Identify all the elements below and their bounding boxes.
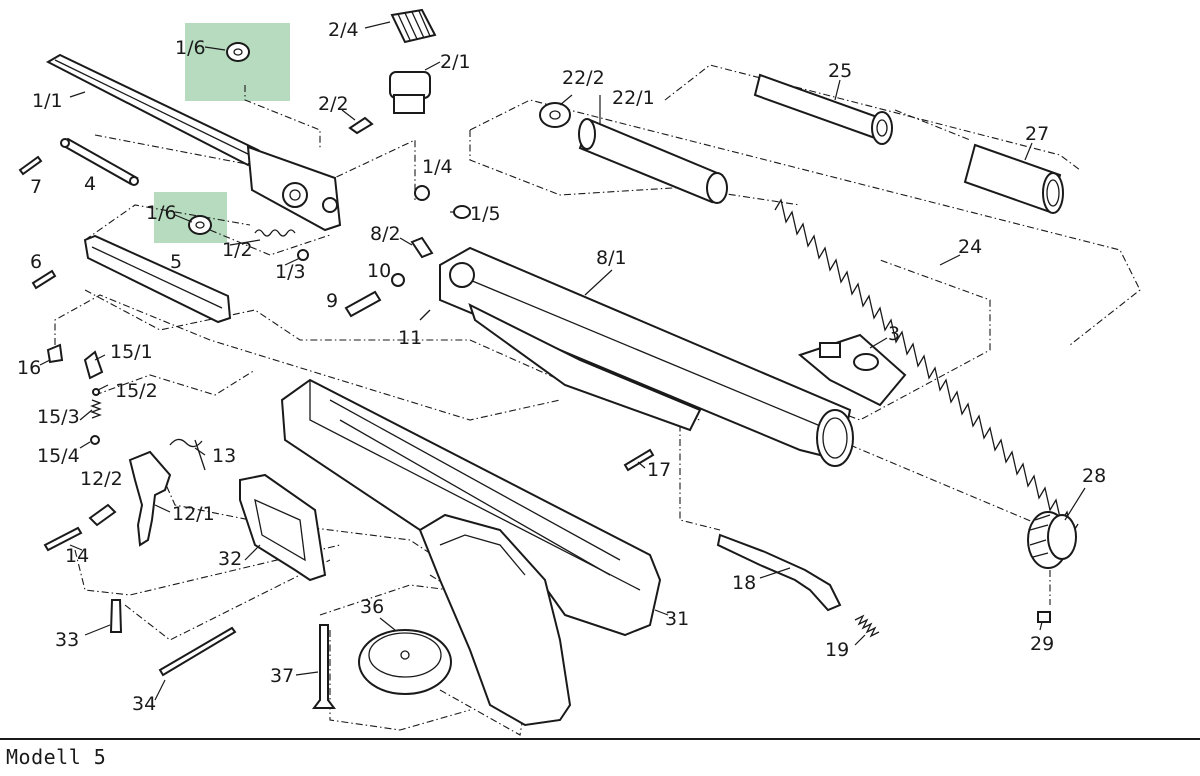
part-screw-8-2	[410, 236, 434, 259]
part-pin-17	[623, 448, 655, 472]
callout-15-1: 15/1	[110, 341, 153, 363]
callout-24: 24	[958, 236, 982, 258]
part-15-1	[83, 350, 104, 380]
callout-1-6-top: 1/6	[175, 37, 206, 59]
part-washer-22-2	[539, 102, 571, 128]
callout-18: 18	[732, 572, 756, 594]
part-15-2	[92, 388, 100, 396]
part-pin-7	[18, 155, 43, 176]
callout-5: 5	[170, 251, 182, 273]
callout-36: 36	[360, 596, 384, 618]
part-15-4	[90, 435, 100, 445]
callout-15-2: 15/2	[115, 380, 158, 402]
highlight-box-top	[185, 23, 290, 101]
part-trigger-guard-32	[239, 473, 327, 582]
part-screw-9	[344, 290, 382, 318]
callout-6: 6	[30, 251, 42, 273]
callout-37: 37	[270, 665, 294, 687]
callout-1-6-middle: 1/6	[146, 202, 177, 224]
callout-31: 31	[665, 608, 689, 630]
part-ball-1-3	[297, 249, 309, 261]
callout-16: 16	[17, 357, 41, 379]
callout-1-1: 1/1	[32, 90, 63, 112]
part-sleeve-27	[963, 143, 1064, 214]
part-stock-31	[280, 378, 662, 727]
part-16	[46, 343, 64, 364]
callout-2-2: 2/2	[318, 93, 349, 115]
callout-15-4: 15/4	[37, 445, 80, 467]
callout-25: 25	[828, 60, 852, 82]
part-lever-18	[716, 533, 842, 612]
part-screw-37	[312, 624, 336, 709]
part-washer-10	[391, 273, 405, 287]
part-mainspring-24	[774, 198, 1079, 536]
part-endcap-28	[1027, 511, 1077, 569]
part-barrel	[45, 53, 342, 232]
callout-7: 7	[30, 176, 42, 198]
part-rail-5	[83, 234, 232, 324]
callout-29: 29	[1030, 633, 1054, 655]
callout-11: 11	[398, 327, 422, 349]
part-screw-11	[419, 309, 431, 321]
part-spring-1-2	[254, 229, 296, 237]
callout-17: 17	[647, 459, 671, 481]
part-receiver-8-1	[439, 246, 854, 467]
callout-27: 27	[1025, 123, 1049, 145]
callout-1-5: 1/5	[470, 203, 501, 225]
part-washer-1-6-top	[226, 42, 250, 62]
part-spring-15-3	[90, 399, 102, 419]
callout-32: 32	[218, 548, 242, 570]
callout-2-1: 2/1	[440, 51, 471, 73]
leader-lines	[39, 21, 1086, 701]
callout-labels: 1/1 1/6 1/6 1/2 1/3 1/4 1/5 2/4 2/1 2/2 …	[17, 19, 1106, 715]
callout-12-2: 12/2	[80, 468, 123, 490]
callout-19: 19	[825, 639, 849, 661]
part-plate-36	[358, 629, 452, 695]
callout-1-3: 1/3	[275, 261, 306, 283]
part-sight-2-1	[389, 71, 431, 114]
callout-1-2: 1/2	[222, 239, 253, 261]
callout-14: 14	[65, 545, 89, 567]
part-piston-25	[753, 73, 893, 145]
part-rod-34	[158, 626, 237, 677]
part-screw-29	[1037, 611, 1051, 623]
part-cap-2-4	[390, 8, 437, 44]
part-pin-6	[31, 269, 57, 290]
part-screw-33	[109, 599, 123, 633]
callout-9: 9	[326, 290, 338, 312]
part-pin-14	[43, 526, 83, 552]
callout-10: 10	[367, 260, 391, 282]
footer-divider	[0, 738, 1200, 740]
part-rear-sight-3	[797, 333, 907, 407]
part-trigger-12-1	[128, 450, 172, 547]
part-tube-22-1	[578, 118, 728, 204]
part-screw-2-2	[348, 116, 374, 135]
callout-8-2: 8/2	[370, 223, 401, 245]
callout-15-3: 15/3	[37, 406, 80, 428]
callout-13: 13	[212, 445, 236, 467]
callout-8-1: 8/1	[596, 247, 627, 269]
part-spring-19	[854, 614, 880, 638]
highlight-box-middle	[154, 192, 227, 243]
callout-3: 3	[888, 323, 900, 345]
callout-2-4: 2/4	[328, 19, 359, 41]
part-washer-1-6-middle	[188, 215, 212, 235]
model-label: Modell 5	[6, 745, 107, 769]
part-rod-4	[60, 137, 139, 186]
callout-33: 33	[55, 629, 79, 651]
callout-28: 28	[1082, 465, 1106, 487]
part-ring-1-5	[453, 205, 471, 219]
callout-1-4: 1/4	[422, 156, 453, 178]
callout-22-1: 22/1	[612, 87, 655, 109]
callout-22-2: 22/2	[562, 67, 605, 89]
part-12-2	[88, 503, 117, 527]
part-spring-13	[169, 438, 206, 471]
callout-34: 34	[132, 693, 156, 715]
callout-12-1: 12/1	[172, 503, 215, 525]
part-ring-1-4	[414, 185, 430, 201]
callout-4: 4	[84, 173, 96, 195]
